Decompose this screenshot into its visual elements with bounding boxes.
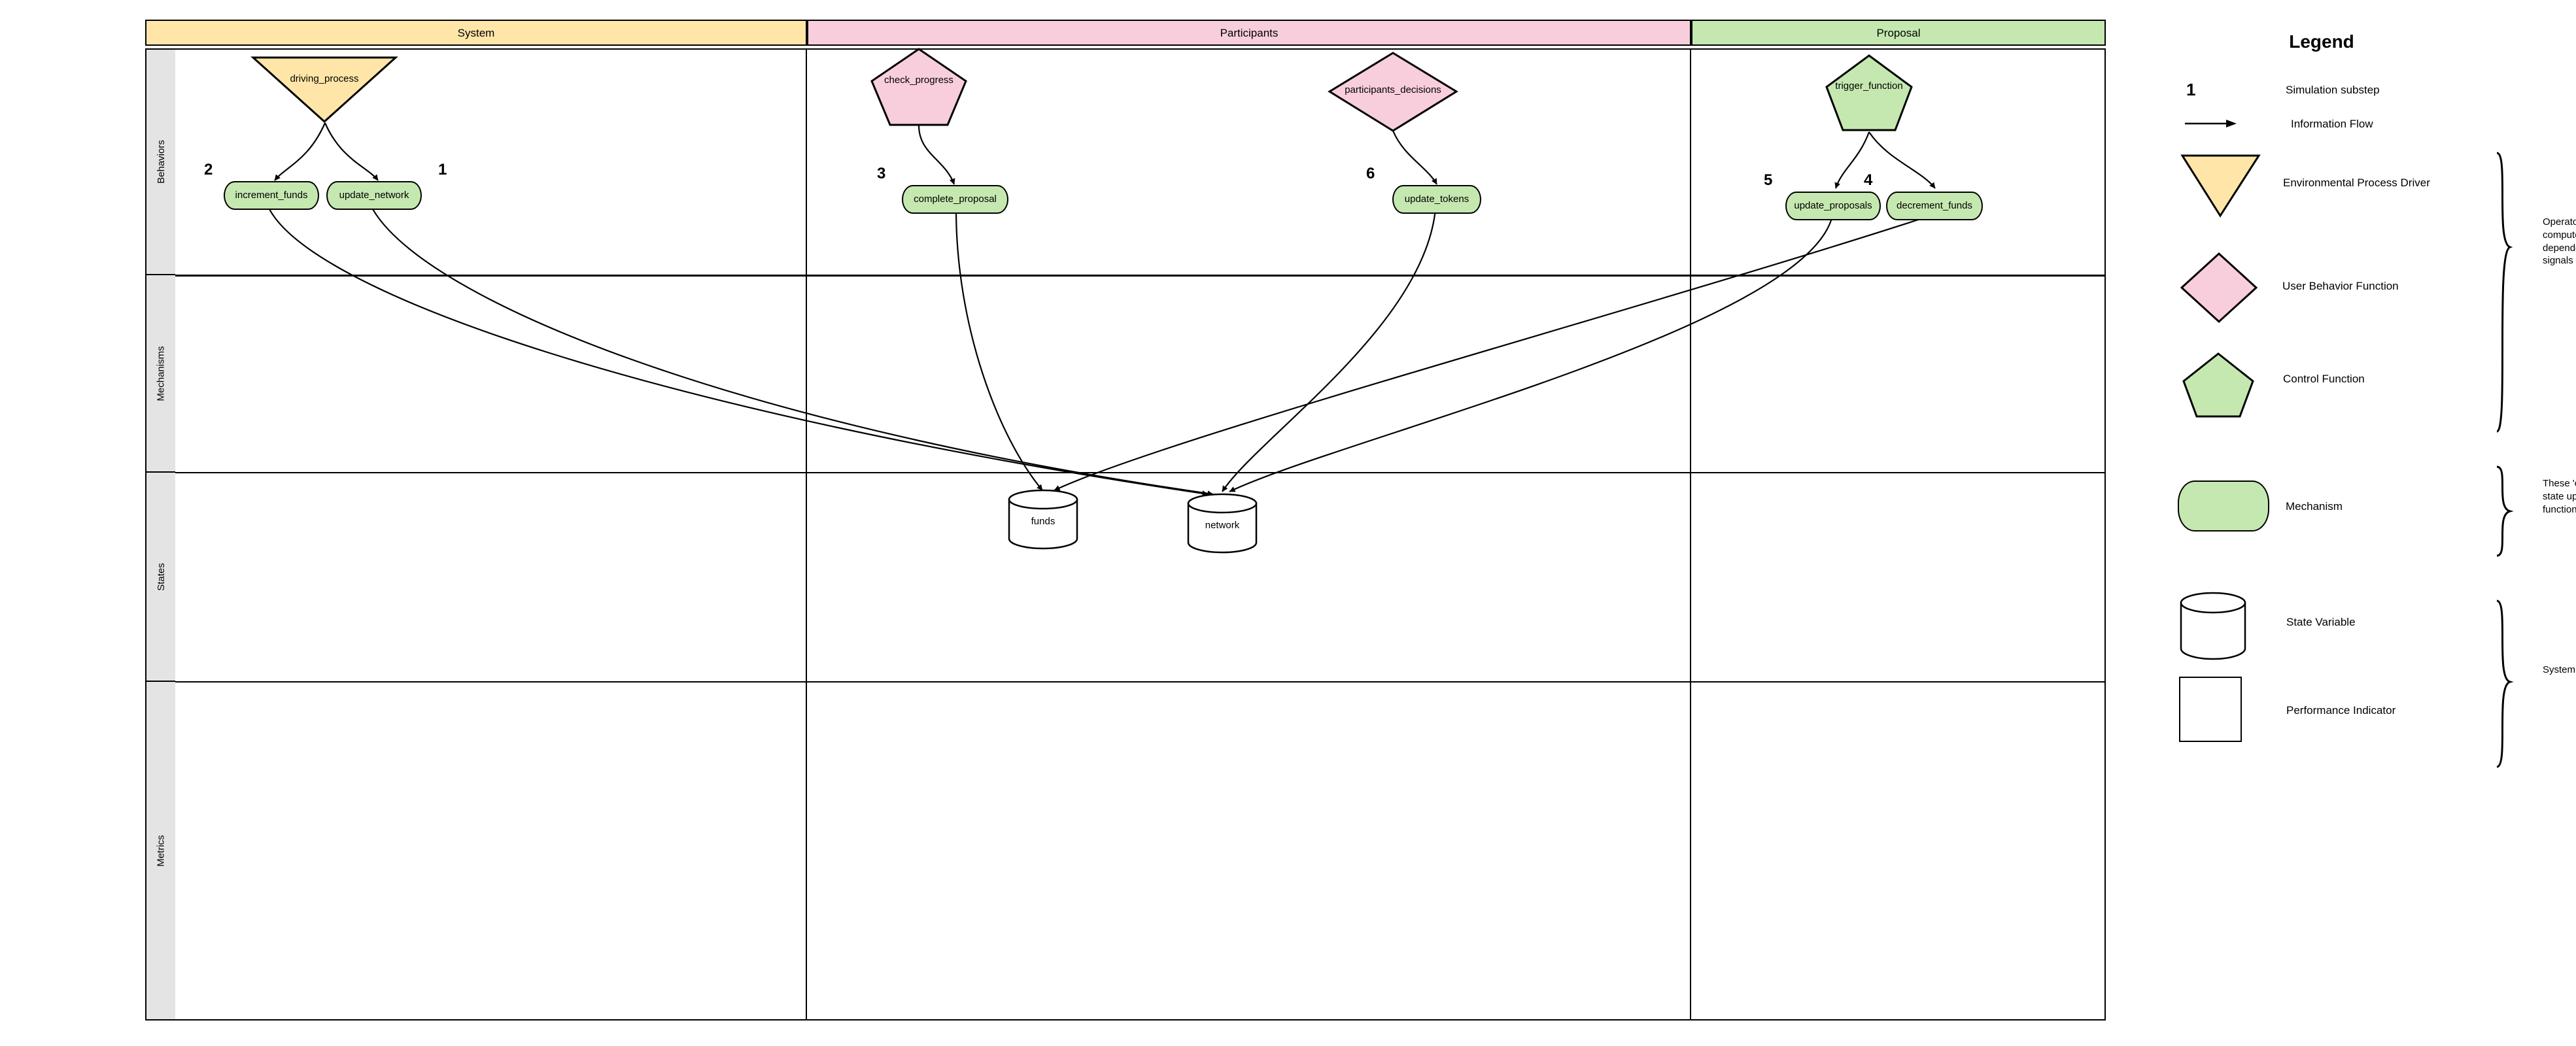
legend-diamond-icon — [2180, 252, 2258, 324]
node-funds-label: funds — [1031, 516, 1056, 527]
legend-rectangle-icon — [2179, 677, 2242, 742]
node-update-tokens[interactable]: update_tokens — [1392, 185, 1481, 214]
column-header-proposal: Proposal — [1691, 20, 2106, 46]
legend-triangle-down-icon — [2180, 154, 2261, 218]
row-label-metrics: Metrics — [146, 682, 175, 1019]
row-divider-states-metrics — [175, 681, 2104, 683]
substep-update-tokens: 6 — [1366, 165, 1375, 182]
legend-label-performance-indicator: Performance Indicator — [2286, 704, 2396, 717]
legend-brace-operators — [2496, 152, 2513, 433]
column-header-participants-label: Participants — [1220, 26, 1279, 39]
legend-panel: Legend 1 Simulation substep Information … — [2158, 20, 2576, 768]
legend-label-mechanism: Mechanism — [2286, 500, 2343, 513]
node-complete-proposal-label: complete_proposal — [914, 193, 997, 205]
swimlane-grid: System Participants Proposal Behaviors M… — [145, 20, 2106, 1021]
column-header-system-label: System — [457, 26, 495, 39]
legend-brace-system-data-text: System Data — [2543, 664, 2576, 675]
row-label-mechanisms: Mechanisms — [146, 275, 175, 473]
legend-pentagon-icon — [2182, 352, 2255, 418]
row-label-states: States — [146, 473, 175, 682]
node-driving-process-label: driving_process — [290, 73, 359, 84]
node-update-network[interactable]: update_network — [326, 181, 422, 210]
node-trigger-function[interactable]: trigger_function — [1825, 54, 1914, 132]
legend-rounded-mechanism-icon — [2178, 481, 2269, 531]
node-decrement-funds-label: decrement_funds — [1897, 199, 1972, 211]
legend-label-state-variable: State Variable — [2286, 616, 2356, 628]
substep-update-proposals: 5 — [1764, 171, 1773, 189]
substep-complete-proposal: 3 — [877, 165, 886, 182]
legend-label-control-function: Control Function — [2283, 373, 2365, 385]
node-check-progress-label: check_progress — [884, 75, 953, 86]
legend-label-simulation-substep: Simulation substep — [2286, 84, 2380, 96]
node-complete-proposal[interactable]: complete_proposal — [902, 185, 1008, 214]
legend-substep-number: 1 — [2186, 80, 2196, 99]
node-driving-process[interactable]: driving_process — [250, 56, 398, 124]
row-divider-mechanisms-states — [175, 472, 2104, 473]
column-divider-system-participants — [806, 50, 807, 1019]
node-funds[interactable]: funds — [1007, 489, 1079, 550]
node-increment-funds[interactable]: increment_funds — [224, 181, 319, 210]
node-increment-funds-label: increment_funds — [235, 189, 308, 201]
row-label-behaviors: Behaviors — [146, 50, 175, 275]
column-header-proposal-label: Proposal — [1876, 26, 1921, 39]
legend-cylinder-icon — [2179, 592, 2247, 661]
legend-brace-system-data — [2496, 599, 2514, 768]
node-network-label: network — [1205, 520, 1240, 531]
legend-brace-mechanisms-text: These 'contain' state update functions — [2543, 478, 2576, 515]
legend-label-information-flow: Information Flow — [2291, 118, 2373, 130]
node-update-proposals[interactable]: update_proposals — [1785, 192, 1881, 220]
substep-update-network: 1 — [438, 161, 447, 178]
legend-arrow-icon — [2184, 118, 2238, 129]
node-decrement-funds[interactable]: decrement_funds — [1886, 192, 1983, 220]
legend-label-environmental-process-driver: Environmental Process Driver — [2283, 177, 2430, 189]
legend-brace-operators-text: Operators which compute state dependent … — [2543, 216, 2576, 267]
node-update-proposals-label: update_proposals — [1794, 199, 1872, 211]
column-header-participants: Participants — [807, 20, 1691, 46]
node-participants-decisions-label: participants_decisions — [1345, 84, 1441, 95]
node-network[interactable]: network — [1186, 493, 1258, 554]
row-divider-behaviors-mechanisms — [175, 275, 2104, 277]
node-update-tokens-label: update_tokens — [1404, 193, 1469, 205]
substep-decrement-funds: 4 — [1864, 171, 1873, 189]
node-trigger-function-label: trigger_function — [1835, 80, 1903, 92]
node-check-progress[interactable]: check_progress — [870, 47, 968, 127]
legend-title: Legend — [2289, 31, 2354, 52]
substep-increment-funds: 2 — [204, 161, 213, 178]
column-divider-participants-proposal — [1690, 50, 1691, 1019]
node-update-network-label: update_network — [339, 189, 409, 201]
node-participants-decisions[interactable]: participants_decisions — [1328, 51, 1458, 133]
legend-brace-mechanisms — [2496, 465, 2514, 557]
legend-label-user-behavior-function: User Behavior Function — [2282, 280, 2399, 292]
column-header-system: System — [145, 20, 807, 46]
